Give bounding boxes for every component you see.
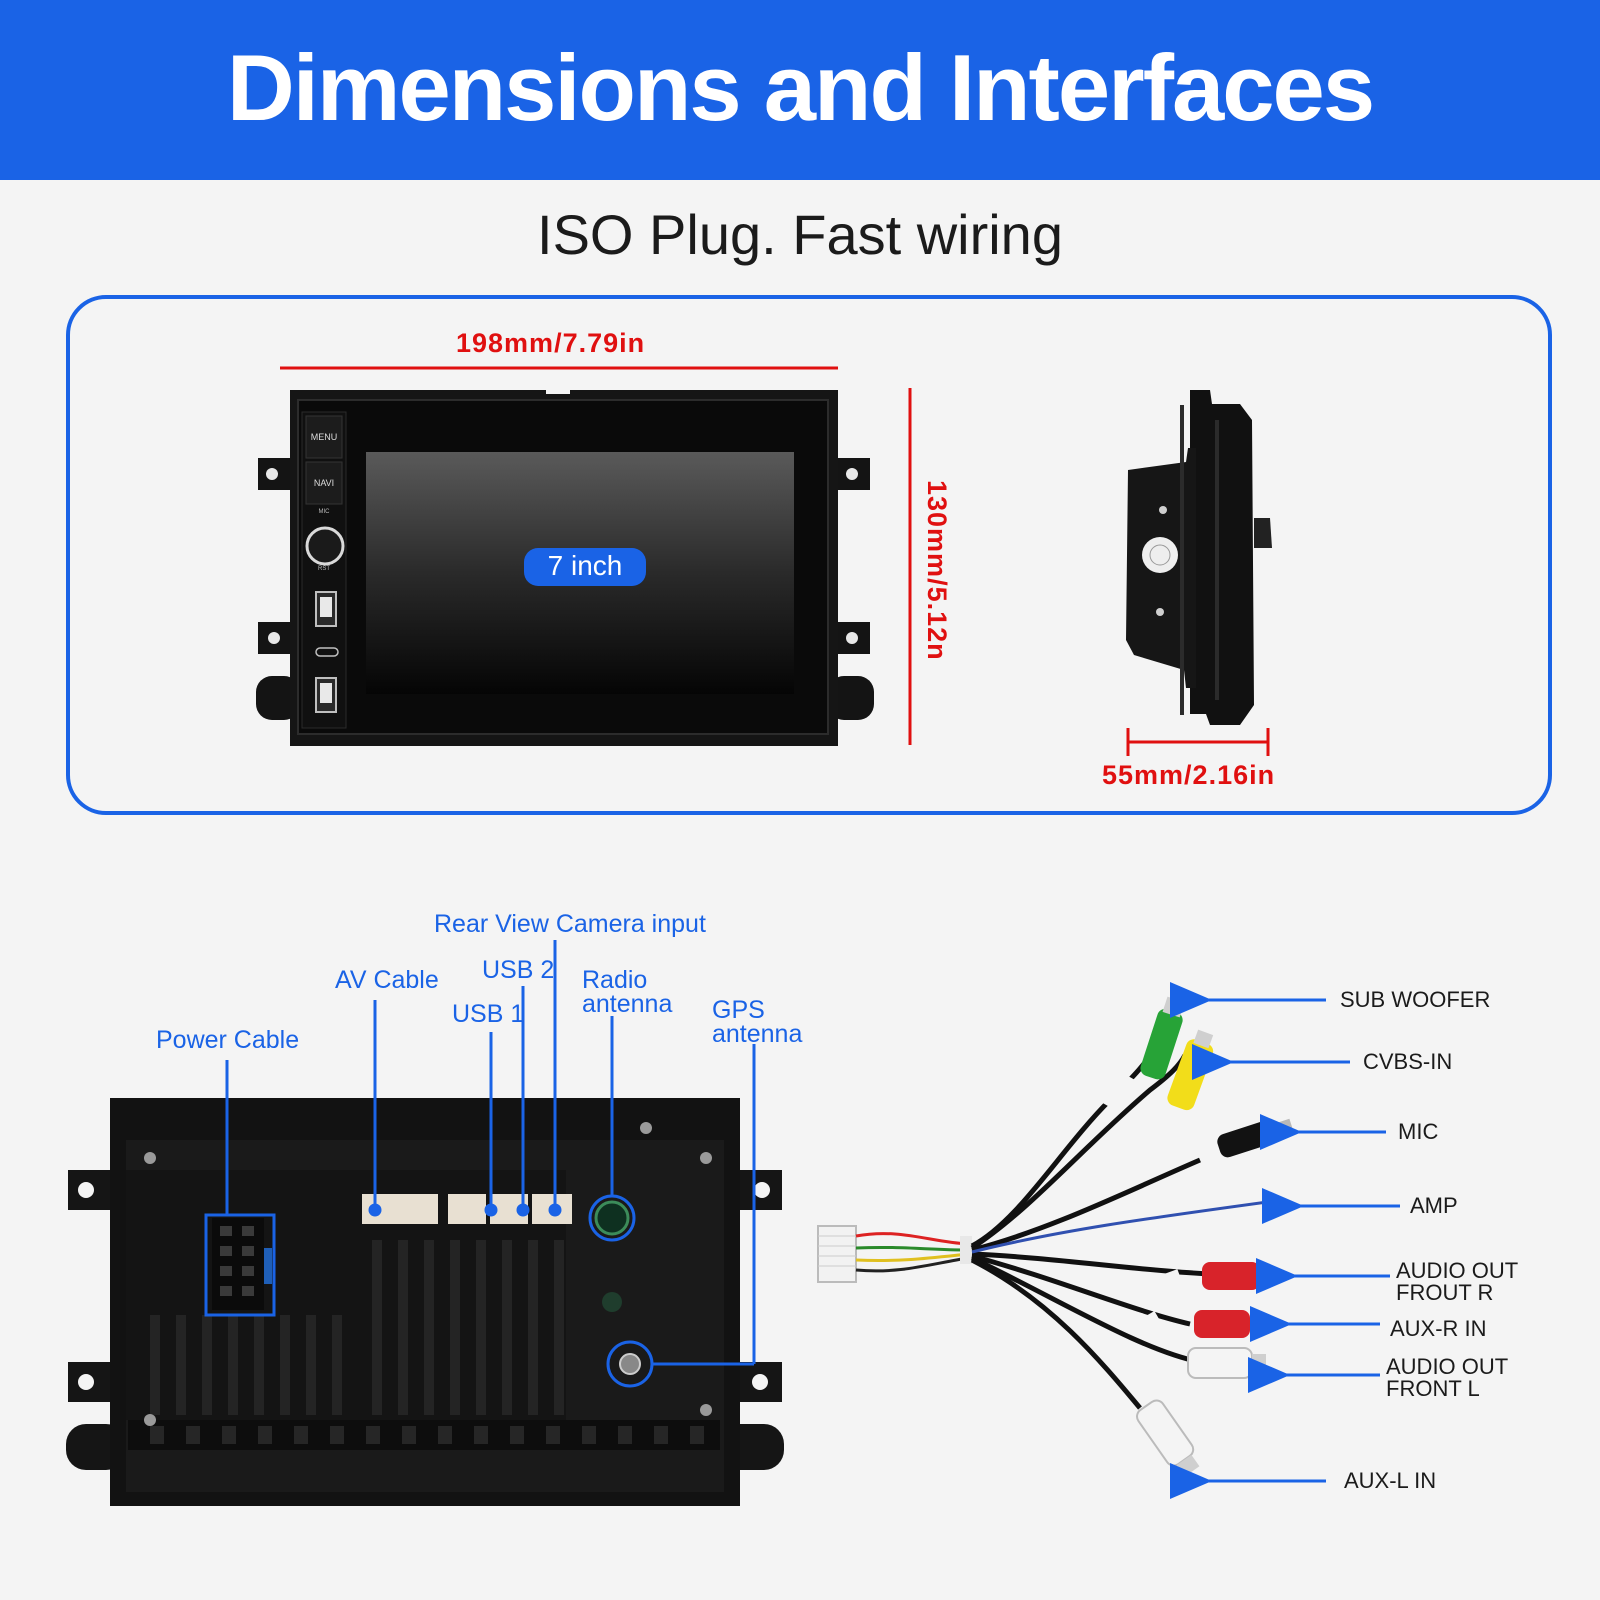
gps-antenna-label: GPS antenna bbox=[712, 996, 803, 1048]
screen-size-label: 7 inch bbox=[547, 550, 623, 581]
depth-dimension-label: 55mm/2.16in bbox=[1102, 760, 1276, 790]
rear-view-unit bbox=[66, 1098, 784, 1506]
rst-label: RST bbox=[318, 566, 330, 572]
cvbs-in-label: CVBS-IN bbox=[1363, 1049, 1453, 1074]
header-banner: Dimensions and Interfaces bbox=[0, 0, 1600, 180]
aux-r-in-label: AUX-R IN bbox=[1390, 1316, 1487, 1341]
aux-l-in-label: AUX-L IN bbox=[1344, 1468, 1437, 1493]
navi-button-label: NAVI bbox=[313, 478, 335, 488]
screen-size-badge bbox=[524, 548, 646, 586]
dimensions-panel bbox=[66, 295, 1552, 815]
audio-out-front-r-label: AUDIO OUT FROUT R bbox=[1396, 1258, 1519, 1305]
depth-dimension-line bbox=[1126, 728, 1270, 756]
rear-camera-label: Rear View Camera input bbox=[434, 910, 706, 938]
radio-antenna-label: Radio antenna bbox=[582, 966, 673, 1018]
height-dimension-label: 130mm/5.12n bbox=[922, 480, 952, 661]
amp-label: AMP bbox=[1410, 1193, 1458, 1218]
sub-woofer-label: SUB WOOFER bbox=[1340, 987, 1491, 1012]
width-dimension-label: 198mm/7.79in bbox=[456, 328, 646, 358]
wiring-harness bbox=[817, 996, 1293, 1477]
audio-out-front-l-label: AUDIO OUT FRONT L bbox=[1386, 1354, 1509, 1401]
power-cable-highlight bbox=[204, 1213, 276, 1317]
page-title: Dimensions and Interfaces bbox=[226, 35, 1375, 140]
mic-label: MIC bbox=[318, 509, 330, 515]
usb1-label: USB 1 bbox=[452, 1000, 525, 1028]
av-cable-label: AV Cable bbox=[335, 966, 439, 994]
subtitle: ISO Plug. Fast wiring bbox=[537, 203, 1063, 266]
usb2-label: USB 2 bbox=[482, 956, 555, 984]
front-view-unit bbox=[256, 384, 874, 746]
side-view-unit bbox=[1126, 390, 1272, 725]
menu-button-label: MENU bbox=[310, 432, 338, 442]
power-cable-label: Power Cable bbox=[156, 1026, 300, 1054]
mic-label-harness: MIC bbox=[1398, 1119, 1439, 1144]
